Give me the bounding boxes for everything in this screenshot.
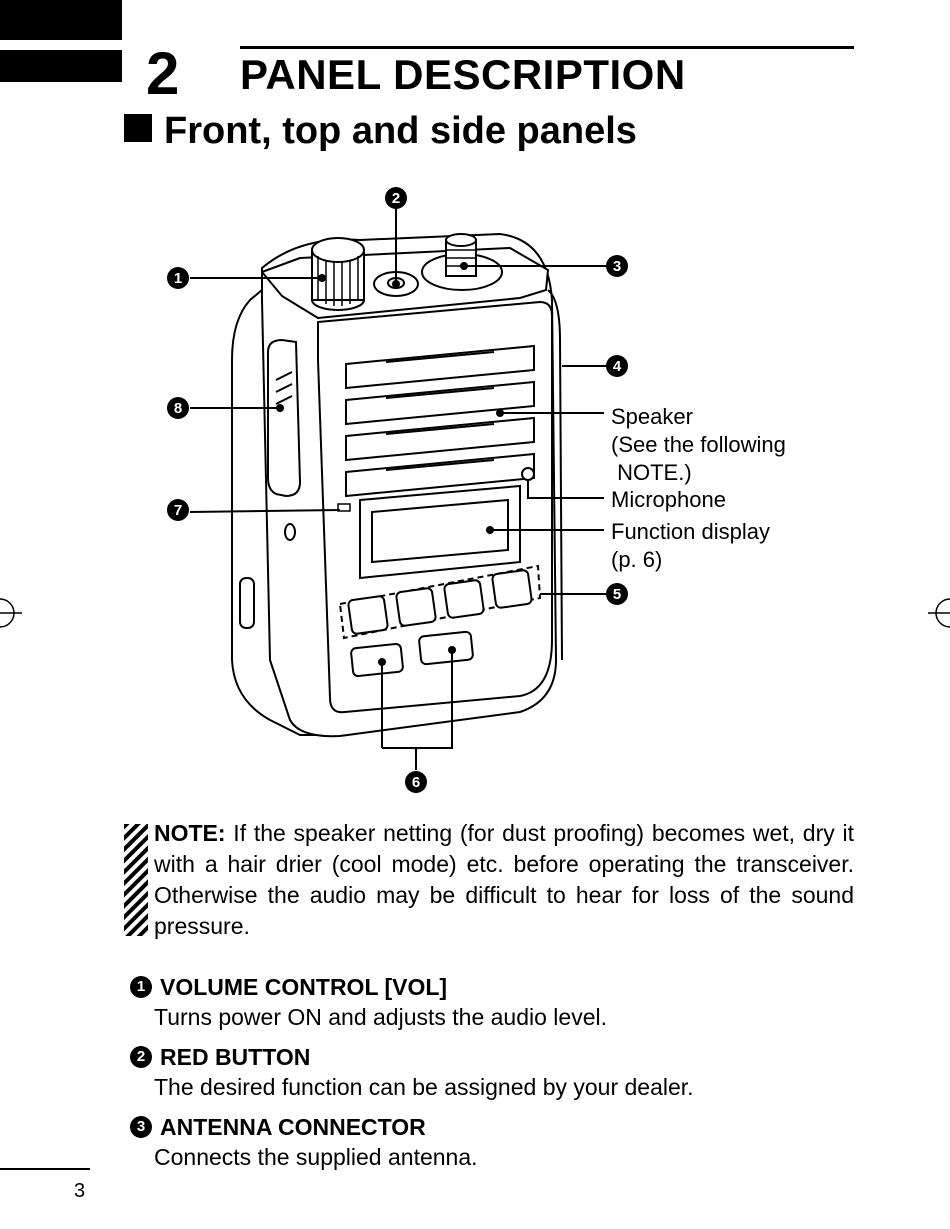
ptt-side-button [267,338,302,498]
section-title: Front, top and side panels [164,110,637,152]
item-title: VOLUME CONTROL [VOL] [160,974,448,1000]
volume-knob [311,237,365,311]
item-title: RED BUTTON [160,1044,311,1070]
note-hatch-icon [124,824,148,936]
callout-5: 5 [606,583,628,605]
footer-rule [0,1168,90,1170]
callout-7: 7 [167,499,189,521]
chapter-tab-bottom [0,50,122,82]
callout-6: 6 [405,771,427,793]
item-description: The desired function can be assigned by … [154,1074,694,1100]
lower-button [418,630,474,666]
speaker-slot [345,416,535,462]
item-description: Turns power ON and adjusts the audio lev… [154,1004,608,1030]
section-heading: Front, top and side panels [124,112,637,150]
note-text: If the speaker netting (for dust proofin… [154,820,854,939]
radio-illustration [0,208,950,770]
item-title: ANTENNA CONNECTOR [160,1114,426,1140]
keypad-button [443,579,485,619]
note-label: NOTE: [154,820,226,846]
side-screw [284,523,296,541]
callout-8: 8 [167,397,189,419]
speaker-slot [345,344,535,390]
note-paragraph: NOTE: If the speaker netting (for dust p… [154,818,854,942]
chapter-tab-top [0,0,122,40]
keypad-button [347,595,389,635]
function-display-label: Function display (p. 6) [611,519,770,572]
side-slot [239,577,255,629]
radio-right-edge [547,289,563,661]
item-number-icon: 1 [130,976,152,998]
speaker-slot [345,452,535,498]
speaker-slot [345,380,535,426]
speaker-label: Speaker (See the following NOTE.) [611,404,786,485]
item-number-icon: 3 [130,1116,152,1138]
chapter-rule [240,46,854,49]
function-display-screen [371,498,509,564]
callout-1: 1 [167,267,189,289]
list-item: 3 ANTENNA CONNECTOR Connects the supplied… [130,1112,850,1172]
keypad-button [395,587,437,627]
list-item: 1 VOLUME CONTROL [VOL] Turns power ON and… [130,972,850,1032]
callout-3: 3 [606,255,628,277]
page-number: 3 [74,1180,86,1202]
chapter-number: 2 [146,40,180,107]
list-item: 2 RED BUTTON The desired function can be … [130,1042,850,1102]
microphone-label: Microphone [611,487,726,512]
lower-button [350,642,404,678]
microphone-hole [521,467,535,481]
item-list: 1 VOLUME CONTROL [VOL] Turns power ON and… [130,972,850,1172]
keypad-button [491,569,533,609]
chapter-title: PANEL DESCRIPTION [240,51,686,98]
item-number-icon: 2 [130,1046,152,1068]
item-description: Connects the supplied antenna. [154,1144,478,1170]
keypad-group-outline [338,564,542,640]
callout-2: 2 [385,187,407,209]
callout-4: 4 [606,355,628,377]
section-bullet-icon [124,114,152,142]
indicator-led [337,503,351,512]
